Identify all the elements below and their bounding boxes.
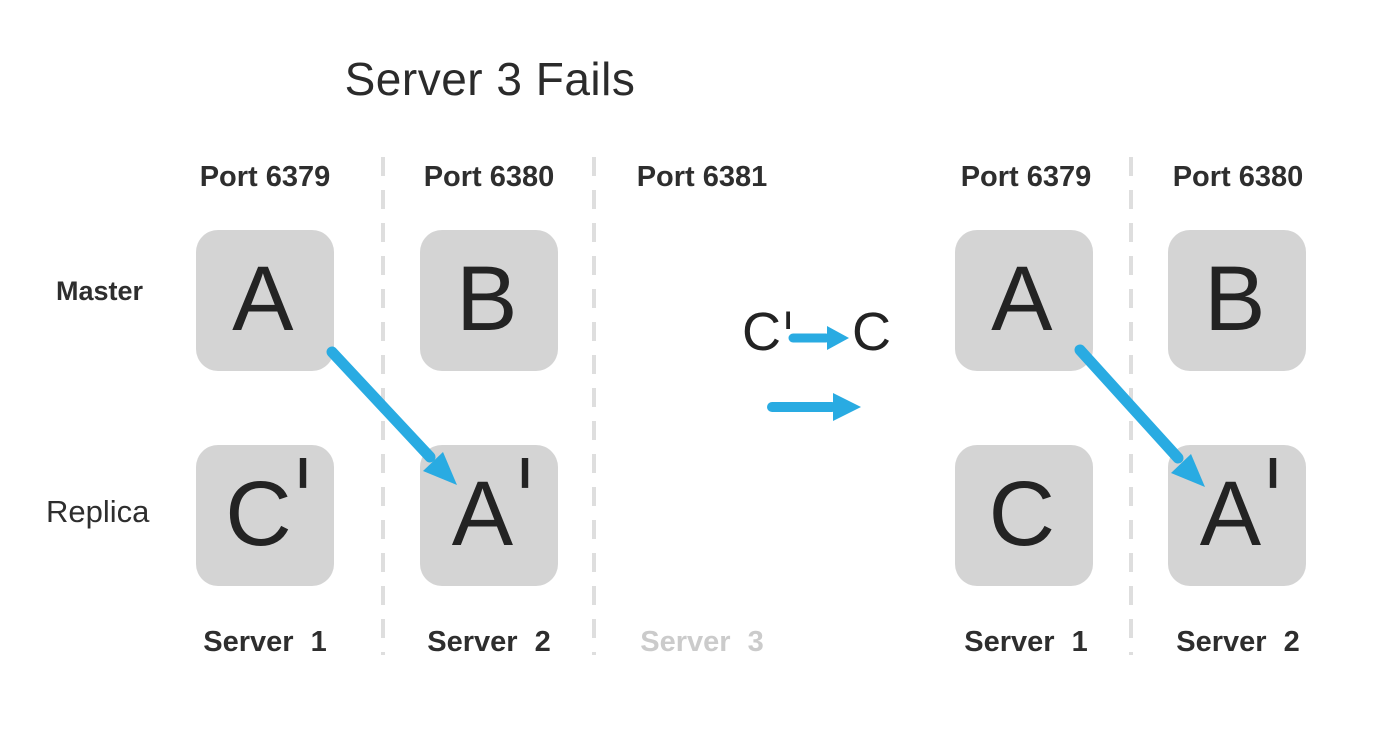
prime-mark: | <box>1265 452 1280 488</box>
node-left-replica-c-prime: C| <box>196 445 334 586</box>
diagram-title: Server 3 Fails <box>344 53 636 105</box>
node-letter: A <box>232 247 294 350</box>
prime-mark: | <box>296 452 311 488</box>
column-separator-right <box>1129 157 1133 655</box>
row-label-master: Master <box>56 276 144 306</box>
node-right-replica-a-prime: A| <box>1168 445 1306 586</box>
column-separator-left-1 <box>381 157 385 655</box>
node-right-master-a: A <box>955 230 1093 371</box>
row-label-replica: Replica <box>46 494 150 529</box>
promotion-arrow-icon <box>788 326 849 350</box>
column-separator-left-2 <box>592 157 596 655</box>
node-right-replica-c: C <box>955 445 1093 586</box>
server-label-left-2: Server 2 <box>427 626 551 658</box>
port-label-left-6380: Port 6380 <box>423 161 555 193</box>
port-label-right-6380: Port 6380 <box>1172 161 1304 193</box>
transfer-arrow-icon <box>767 393 861 421</box>
node-letter: A <box>991 247 1053 350</box>
node-left-replica-a-prime: A| <box>420 445 558 586</box>
node-letter: B <box>1204 247 1266 350</box>
port-label-left-6379: Port 6379 <box>199 161 331 193</box>
node-letter: A <box>1199 462 1262 565</box>
server-label-right-1: Server 1 <box>964 626 1088 658</box>
promotion-to-label: C <box>852 302 891 362</box>
server-label-left-3-failed: Server 3 <box>640 626 764 658</box>
port-label-left-6381: Port 6381 <box>636 161 768 193</box>
server-label-left-1: Server 1 <box>203 626 327 658</box>
node-left-master-a: A <box>196 230 334 371</box>
promotion-from-label: C| <box>742 302 792 362</box>
node-right-master-b: B <box>1168 230 1306 371</box>
port-label-right-6379: Port 6379 <box>960 161 1092 193</box>
prime-mark: | <box>783 308 792 330</box>
node-letter: A <box>451 462 514 565</box>
node-letter: B <box>456 247 518 350</box>
node-left-master-b: B <box>420 230 558 371</box>
server-label-right-2: Server 2 <box>1176 626 1300 658</box>
node-letter: C <box>988 462 1056 565</box>
node-letter: C <box>225 462 292 565</box>
prime-mark: | <box>517 452 532 488</box>
